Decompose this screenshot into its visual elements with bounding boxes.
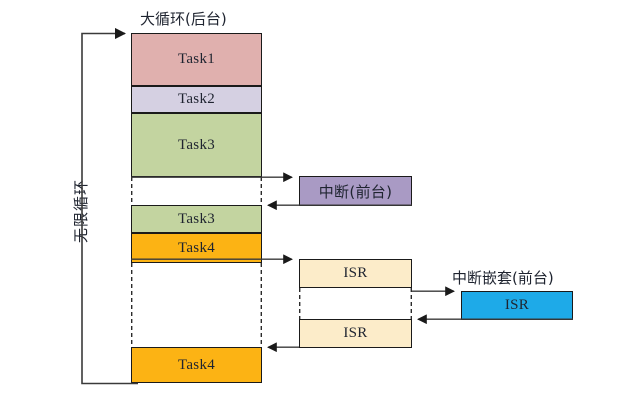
task-block-task3-resumed: Task3 (131, 205, 262, 233)
isr-block-label: ISR (343, 325, 368, 341)
diagram-title: 大循环(后台) (140, 10, 227, 28)
interrupt-block-label: 中断(前台) (318, 182, 393, 201)
task-block-task1: Task1 (131, 33, 262, 86)
isr-block-nested: ISR (461, 291, 573, 320)
isr-block-top: ISR (299, 259, 412, 288)
task-block-task2: Task2 (131, 86, 262, 113)
task-block-label: Task4 (177, 239, 216, 256)
task-block-task3-first: Task3 (131, 113, 262, 177)
isr-block-label: ISR (504, 297, 530, 313)
task-block-label: Task3 (177, 136, 216, 153)
task-block-task4-first: Task4 (131, 233, 262, 263)
isr-dashed-guides (299, 288, 412, 319)
task-block-label: Task1 (177, 51, 216, 67)
task-block-label: Task4 (177, 356, 216, 373)
task-block-task4-resumed: Task4 (131, 347, 262, 383)
nested-interrupt-label: 中断嵌套(前台) (452, 269, 554, 287)
isr-block-label: ISR (343, 265, 368, 281)
infinite-loop-label: 无限循环 (72, 178, 90, 243)
isr-block-bottom: ISR (299, 319, 412, 348)
interrupt-block-foreground: 中断(前台) (299, 176, 412, 206)
task-block-label: Task2 (177, 91, 216, 107)
task-block-label: Task3 (177, 210, 216, 227)
